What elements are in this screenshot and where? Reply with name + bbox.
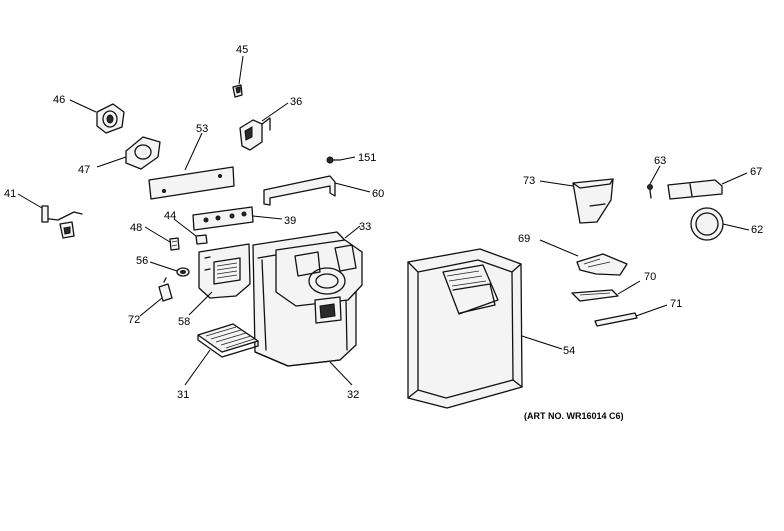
callout-63: 63: [654, 155, 666, 167]
callout-58: 58: [178, 316, 190, 328]
part-39-circuit-board: [192, 206, 254, 231]
part-47-switch-plate: [125, 136, 161, 170]
part-71-rod: [594, 312, 638, 327]
part-58-module: [198, 243, 251, 299]
callout-60: 60: [372, 188, 384, 200]
art-number-label: (ART NO. WR16014 C6): [524, 411, 624, 421]
part-63-screw: [647, 184, 653, 199]
part-36-actuator: [239, 117, 271, 151]
callout-71: 71: [670, 298, 682, 310]
callout-36: 36: [290, 96, 302, 108]
callout-69: 69: [518, 233, 530, 245]
part-69-damper: [576, 253, 628, 276]
callout-33: 33: [359, 221, 371, 233]
part-31-drip-tray: [197, 323, 259, 358]
callout-56: 56: [136, 255, 148, 267]
part-48-clip: [169, 237, 180, 251]
callout-72: 72: [128, 314, 140, 326]
callout-44: 44: [164, 210, 176, 222]
leader-lines: [17, 55, 750, 386]
callout-73: 73: [523, 175, 535, 187]
callout-41: 41: [4, 188, 16, 200]
part-45-clip: [232, 84, 243, 98]
callout-47: 47: [78, 164, 90, 176]
callout-32: 32: [347, 389, 359, 401]
part-73-funnel: [572, 178, 614, 224]
callout-48: 48: [130, 222, 142, 234]
part-33-chute-assembly: [275, 239, 363, 324]
part-70-actuator-bar: [571, 289, 619, 302]
part-53-cover-plate: [148, 166, 235, 200]
part-56-grommet: [176, 267, 190, 277]
callout-70: 70: [644, 271, 656, 283]
callout-67: 67: [750, 166, 762, 178]
callout-31: 31: [177, 389, 189, 401]
callout-labels: 45 46 36 53 47 151 41 60 44 39 48 33 56 …: [4, 44, 763, 401]
part-151-screw: [326, 156, 341, 164]
part-60-bracket: [263, 175, 336, 206]
callout-62: 62: [751, 224, 763, 236]
part-44-tab: [195, 234, 208, 245]
callout-53: 53: [196, 123, 208, 135]
part-54-front-panel: [407, 248, 523, 409]
callout-151: 151: [358, 152, 376, 164]
part-46-switch-housing: [96, 103, 125, 134]
callout-39: 39: [284, 215, 296, 227]
callout-46: 46: [53, 94, 65, 106]
part-72-switch: [158, 277, 173, 302]
part-41-lever: [41, 205, 83, 239]
part-67-bracket: [667, 179, 723, 200]
part-62-ring: [690, 207, 724, 241]
callout-54: 54: [563, 345, 575, 357]
callout-45: 45: [236, 44, 248, 56]
